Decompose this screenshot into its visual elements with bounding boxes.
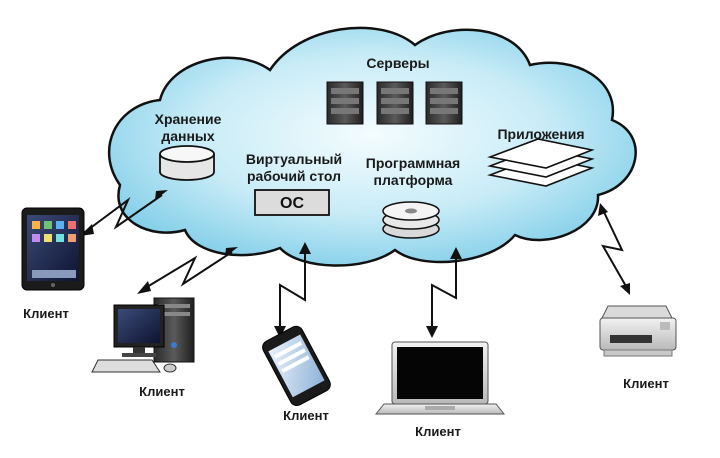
applications-label: Приложения (497, 126, 584, 142)
tablet-icon (21, 207, 85, 291)
smartphone-icon (262, 325, 331, 407)
platform-label-line2: платформа (374, 172, 453, 188)
arrow-tablet (84, 194, 163, 233)
laptop-icon (374, 341, 506, 415)
client-label-pc: Клиент (139, 384, 185, 399)
printer-icon (599, 305, 677, 357)
client-label-phone: Клиент (283, 408, 329, 423)
database-icon (159, 145, 215, 181)
cloud-shape (108, 26, 637, 267)
app-layers-icon (487, 138, 595, 187)
servers-label: Серверы (366, 55, 429, 71)
storage-label-line2: данных (161, 128, 215, 144)
arrow-printer (601, 209, 628, 289)
client-label-tablet: Клиент (23, 306, 69, 321)
storage-label-line1: Хранение (155, 111, 222, 127)
os-box (254, 189, 330, 216)
server-rack-icon (326, 81, 463, 125)
client-label-printer: Клиент (623, 376, 669, 391)
client-label-laptop: Клиент (415, 424, 461, 439)
platform-label-line1: Программная (366, 155, 460, 171)
arrow-phone (279, 250, 306, 330)
connection-arrows (84, 194, 628, 330)
arrow-heads (80, 190, 630, 338)
desktop-label-line1: Виртуальный (246, 151, 342, 167)
os-label: ОС (280, 195, 304, 212)
desktop-label-line2: рабочий стол (247, 168, 341, 184)
disk-stack-icon (382, 201, 440, 239)
desktop-pc-icon (91, 297, 195, 373)
arrow-pc (141, 251, 233, 291)
arrow-laptop (431, 255, 457, 330)
